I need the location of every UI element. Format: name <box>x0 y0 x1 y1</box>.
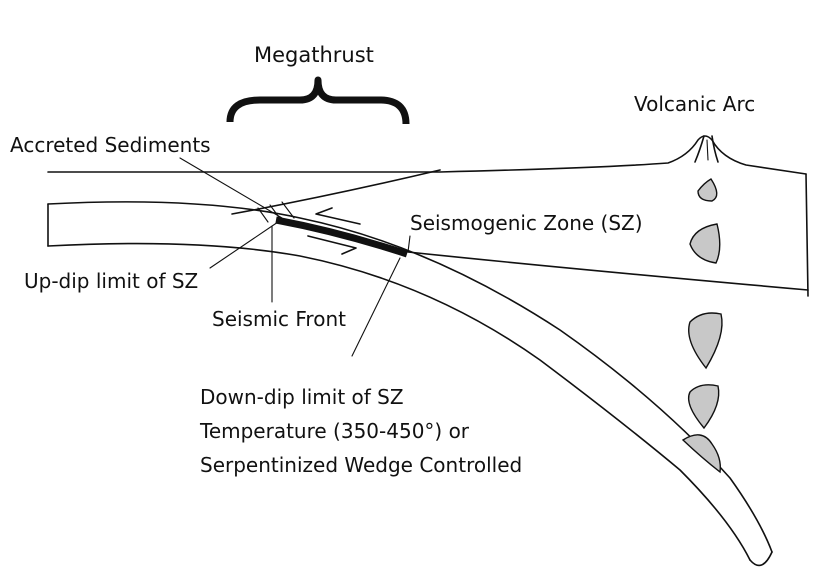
magma-droplet-1 <box>697 178 718 202</box>
label-volcanic-arc: Volcanic Arc <box>634 92 755 116</box>
seismogenic-zone-segment <box>275 216 409 258</box>
label-seismic-front: Seismic Front <box>212 307 346 331</box>
overriding-plate-right-edge <box>805 173 809 297</box>
leader-down-dip-limit <box>351 257 401 357</box>
label-accreted-sediments: Accreted Sediments <box>10 133 211 157</box>
shear-arrows <box>307 207 361 255</box>
megathrust-brace <box>226 76 410 125</box>
leader-accreted-sediments <box>179 157 283 219</box>
label-up-dip-limit: Up-dip limit of SZ <box>24 269 198 293</box>
label-down-dip-line-1: Down-dip limit of SZ <box>200 385 404 409</box>
slab-bottom-surface <box>47 242 751 561</box>
accretionary-wedge <box>231 169 441 223</box>
subducting-slab <box>47 201 773 567</box>
magma-bodies <box>681 178 723 474</box>
magma-body-at-slab <box>681 434 722 474</box>
label-down-dip-line-2: Temperature (350-450°) or <box>199 419 470 443</box>
slab-tip <box>749 551 773 567</box>
slab-top-surface <box>47 201 773 553</box>
overriding-plate <box>47 135 809 297</box>
shear-arrow-lower <box>307 235 357 255</box>
magma-droplet-4 <box>687 384 720 430</box>
volcano-conduit-right <box>711 135 719 163</box>
label-down-dip-line-3: Serpentinized Wedge Controlled <box>200 453 522 477</box>
leader-seismogenic-zone <box>407 235 411 253</box>
volcano-conduit-center <box>706 139 709 161</box>
magma-droplet-3 <box>688 312 723 370</box>
overriding-plate-top-surface <box>47 135 807 175</box>
wedge-thrust-3 <box>281 201 295 219</box>
shear-arrow-upper <box>315 207 361 225</box>
label-seismogenic-zone: Seismogenic Zone (SZ) <box>410 211 643 235</box>
overriding-plate-base <box>407 251 809 291</box>
leader-lines <box>179 157 411 357</box>
leader-up-dip-limit <box>209 221 279 269</box>
label-megathrust: Megathrust <box>254 43 374 67</box>
magma-droplet-2 <box>689 223 721 264</box>
volcano-conduit-left <box>694 135 705 163</box>
